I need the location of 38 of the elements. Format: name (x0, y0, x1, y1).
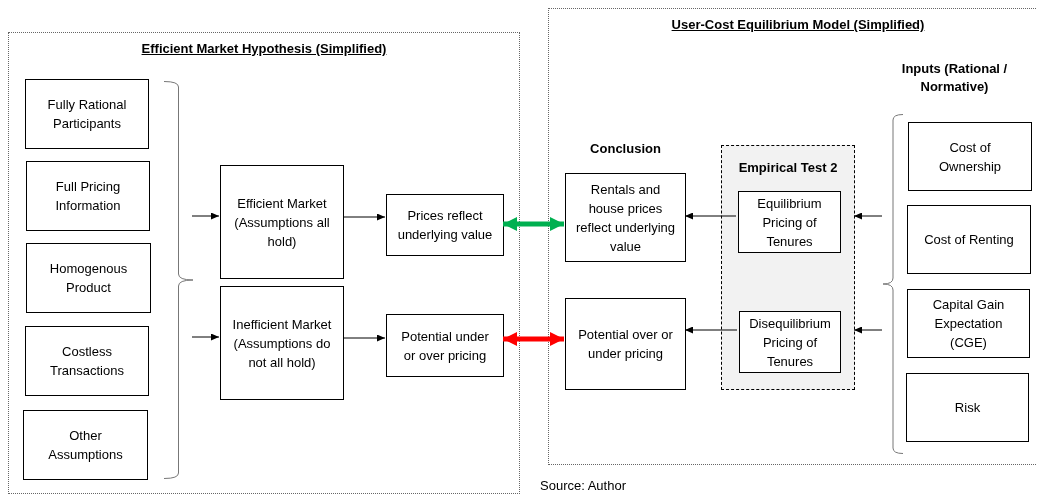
panel-title: User-Cost Equilibrium Model (Simplified) (670, 16, 926, 34)
double-arrow (503, 332, 564, 346)
arrow (342, 334, 386, 342)
text-box: Capital Gain Expectation (CGE) (907, 289, 1030, 358)
text-box: Disequilibrium Pricing of Tenures (739, 311, 841, 373)
text-box: Prices reflect underlying value (386, 194, 504, 256)
dotted-panel (548, 8, 1037, 465)
arrow (684, 212, 737, 220)
column-heading: Conclusion (589, 140, 662, 158)
source-caption: Source: Author (540, 477, 626, 495)
text-box: Potential under or over pricing (386, 314, 504, 377)
curly-bracket (883, 114, 903, 454)
group-title: Empirical Test 2 (737, 159, 839, 177)
text-box: Full Pricing Information (26, 161, 150, 231)
text-box: Other Assumptions (23, 410, 148, 480)
dashed-group (721, 145, 855, 390)
curly-bracket (164, 81, 193, 479)
panel-title: Efficient Market Hypothesis (Simplified) (140, 40, 388, 58)
arrow (191, 333, 220, 341)
arrow (853, 326, 883, 334)
text-box: Inefficient Market (Assumptions do not all hold) (220, 286, 344, 400)
text-box: Costless Transactions (25, 326, 149, 396)
text-box: Equilibrium Pricing of Tenures (738, 191, 841, 253)
text-box: Efficient Market (Assumptions all hold) (220, 165, 344, 279)
text-box: Cost of Renting (907, 205, 1031, 274)
double-arrow (503, 217, 564, 231)
text-box: Cost of Ownership (908, 122, 1032, 191)
text-box: Fully Rational Participants (25, 79, 149, 149)
arrow (191, 212, 220, 220)
column-heading: Inputs (Rational / Normative) (900, 60, 1009, 96)
dotted-panel (8, 32, 520, 494)
text-box: Homogenous Product (26, 243, 151, 313)
arrow (684, 326, 738, 334)
arrow (342, 213, 386, 221)
text-box: Rentals and house prices reflect underlying value (565, 173, 686, 262)
arrow (853, 212, 883, 220)
text-box: Risk (906, 373, 1029, 442)
text-box: Potential over or under pricing (565, 298, 686, 390)
